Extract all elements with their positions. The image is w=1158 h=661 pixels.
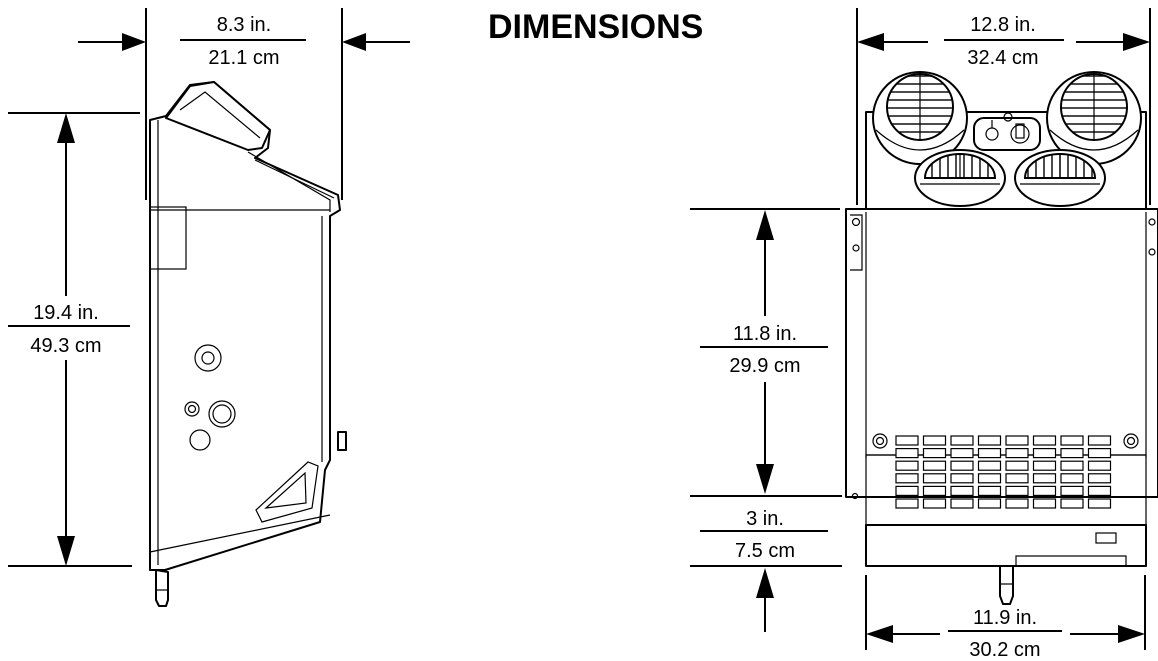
grille-slot — [950, 448, 974, 459]
grille-slot — [1005, 473, 1029, 484]
side-height-in: 19.4 in. — [33, 302, 99, 324]
arrowhead-up — [57, 113, 75, 143]
front-width-bottom-cm: 30.2 cm — [969, 639, 1040, 661]
arrowhead-left — [342, 33, 366, 51]
grille-slot — [1060, 460, 1084, 471]
grille-slot — [950, 460, 974, 471]
grille-slot — [1005, 498, 1029, 509]
grille-slot — [977, 435, 1002, 446]
drain-pipe — [155, 569, 169, 607]
arrowhead-right — [1123, 33, 1150, 51]
grille-slot — [1087, 485, 1112, 496]
side-vent — [255, 461, 319, 523]
grille-slot — [1032, 473, 1057, 484]
dial-knob-icon — [1010, 124, 1030, 144]
grille-slot — [1032, 435, 1057, 446]
grille-slot — [1005, 448, 1029, 459]
side-unit-body — [149, 81, 347, 607]
grille-slot — [922, 485, 947, 496]
grille-slot — [1060, 473, 1084, 484]
front-panel-height-in: 11.8 in. — [733, 323, 797, 345]
grille-slot — [1087, 473, 1112, 484]
grille-slot — [895, 473, 919, 484]
grille-slot — [895, 448, 919, 459]
grille-slot — [1032, 498, 1057, 509]
grille-slot — [1005, 435, 1029, 446]
grille-slot — [1087, 498, 1112, 509]
grille-slot — [1032, 448, 1057, 459]
control-switch-plate — [973, 112, 1041, 151]
diagram-title: DIMENSIONS — [488, 8, 703, 46]
front-view: 12.8 in. 32.4 cm 11.8 in. 29.9 cm 3 in. … — [690, 8, 1158, 661]
grille-slot — [1087, 435, 1112, 446]
vent-grille — [895, 435, 1112, 509]
front-width-bottom-in: 11.9 in. — [973, 607, 1037, 629]
arrowhead-down — [57, 536, 75, 566]
side-width-in: 8.3 in. — [217, 14, 271, 36]
port-circle — [184, 401, 200, 417]
grille-slot — [1032, 485, 1057, 496]
grille-slot — [950, 435, 974, 446]
arrowhead-down — [756, 464, 774, 494]
side-panel-label — [149, 206, 187, 270]
grille-slot — [895, 498, 919, 509]
side-view: 8.3 in. 21.1 cm 19.4 in. 49.3 cm — [8, 8, 410, 607]
grille-slot — [1087, 448, 1112, 459]
front-bottom-height-cm: 7.5 cm — [735, 540, 795, 562]
vent-fans — [872, 71, 1142, 207]
grille-slot — [895, 485, 919, 496]
grille-slot — [950, 473, 974, 484]
fan-vent-lower-right — [1014, 149, 1106, 207]
front-width-top-cm: 32.4 cm — [967, 47, 1038, 69]
bottom-label-plate — [1095, 532, 1117, 544]
grille-slot — [895, 435, 919, 446]
grille-slot — [977, 460, 1002, 471]
drain-pipe — [999, 565, 1014, 605]
fan-vent-lower-left — [914, 149, 1006, 207]
grille-slot — [1060, 485, 1084, 496]
grille-slot — [922, 448, 947, 459]
grille-slot — [922, 473, 947, 484]
grille-slot — [1005, 460, 1029, 471]
mounting-panel — [845, 208, 1158, 498]
grille-slot — [922, 498, 947, 509]
grille-slot — [1060, 435, 1084, 446]
grille-slot — [1005, 485, 1029, 496]
arrowhead-right — [1118, 625, 1145, 643]
front-width-top-in: 12.8 in. — [970, 14, 1036, 36]
grille-slot — [1087, 460, 1112, 471]
grille-slot — [1032, 460, 1057, 471]
grille-slot — [1060, 498, 1084, 509]
grille-slot — [950, 498, 974, 509]
grille-slot — [950, 485, 974, 496]
grille-slot — [977, 448, 1002, 459]
side-height-cm: 49.3 cm — [30, 335, 101, 357]
front-bottom-height-in: 3 in. — [746, 508, 784, 530]
grille-slot — [977, 485, 1002, 496]
grille-slot — [977, 473, 1002, 484]
arrowhead-left — [857, 33, 884, 51]
arrowhead-up — [756, 568, 774, 598]
bolt — [1123, 433, 1139, 449]
arrowhead-up — [756, 210, 774, 240]
bolt — [872, 433, 888, 449]
grille-slot — [1060, 448, 1084, 459]
port-circle — [189, 429, 211, 451]
arrowhead-left — [866, 625, 893, 643]
arrowhead-right — [122, 33, 146, 51]
front-panel-height-cm: 29.9 cm — [729, 355, 800, 377]
bottom-enclosure — [865, 524, 1147, 567]
grille-slot — [922, 435, 947, 446]
port-circle — [194, 344, 222, 372]
grille-slot — [895, 460, 919, 471]
side-bracket — [337, 431, 347, 451]
grille-slot — [977, 498, 1002, 509]
fan-vent-top-left — [872, 71, 968, 165]
grille-slot — [922, 460, 947, 471]
port-circle — [208, 400, 236, 428]
side-width-cm: 21.1 cm — [208, 47, 279, 69]
